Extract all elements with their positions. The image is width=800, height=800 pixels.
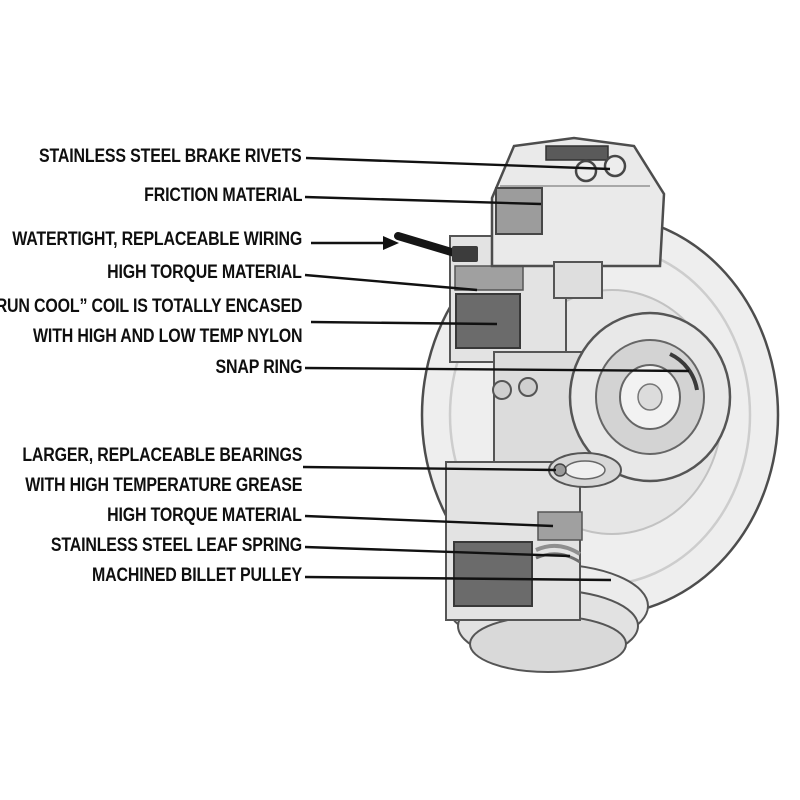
leader-line-high-torque-lower	[304, 514, 554, 528]
callout-text: STAINLESS STEEL LEAF SPRING	[50, 535, 302, 556]
leader-line-high-torque-upper	[304, 273, 478, 292]
leader-line-leaf-spring	[304, 545, 571, 558]
callout-text: FRICTION MATERIAL	[143, 185, 302, 206]
callout-text: HIGH TORQUE MATERIAL	[107, 262, 302, 283]
callout-text: HIGH TORQUE MATERIAL	[107, 505, 302, 526]
leader-line-friction-material	[304, 195, 542, 206]
bearing-inner-race	[564, 460, 606, 480]
leader-line-snap-ring	[304, 366, 690, 373]
callout-label-high-torque-lower: HIGH TORQUE MATERIAL	[107, 501, 302, 531]
callout-label-brake-rivets: STAINLESS STEEL BRAKE RIVETS	[39, 142, 302, 172]
callout-text: STAINLESS STEEL BRAKE RIVETS	[39, 146, 302, 167]
callout-text: WITH HIGH TEMPERATURE GREASE	[25, 475, 303, 496]
wire-arrowhead-icon	[383, 236, 399, 250]
callout-text: WITH HIGH AND LOW TEMP NYLON	[32, 326, 303, 347]
callout-label-snap-ring: SNAP RING	[215, 353, 302, 383]
brake-rivet	[574, 159, 598, 183]
callout-text: MACHINED BILLET PULLEY	[92, 565, 302, 586]
callout-text: “RUN COOL” COIL IS TOTALLY ENCASED	[0, 296, 302, 317]
brake-cap-band	[545, 145, 609, 161]
leader-line-billet-pulley	[304, 575, 612, 582]
pin	[492, 380, 512, 400]
callout-label-leaf-spring: STAINLESS STEEL LEAF SPRING	[51, 531, 302, 561]
leader-lines	[302, 156, 690, 582]
callout-text: WATERTIGHT, REPLACEABLE WIRING	[12, 229, 302, 250]
callout-text: SNAP RING	[215, 357, 302, 378]
wire	[394, 232, 462, 258]
pin	[518, 377, 538, 397]
armature-stem	[553, 261, 603, 299]
callout-label-run-cool-coil: “RUN COOL” COIL IS TOTALLY ENCASED WITH …	[0, 292, 302, 352]
leaf-spring	[535, 552, 581, 564]
leader-line-brake-rivets	[305, 156, 611, 171]
friction-pad	[495, 187, 543, 235]
hub-center	[637, 383, 663, 411]
snap-ring	[669, 352, 699, 391]
upper-coil	[455, 293, 521, 349]
upper-friction-band	[454, 265, 524, 291]
callout-label-billet-pulley: MACHINED BILLET PULLEY	[92, 561, 302, 591]
callout-label-high-torque-upper: HIGH TORQUE MATERIAL	[107, 258, 302, 288]
callout-label-friction-material: FRICTION MATERIAL	[144, 181, 302, 211]
callout-text: LARGER, REPLACEABLE BEARINGS	[22, 445, 302, 466]
leader-line-bearings	[302, 465, 557, 472]
leader-line-run-cool-coil	[310, 320, 498, 326]
callout-label-wiring: WATERTIGHT, REPLACEABLE WIRING	[12, 225, 302, 255]
brake-rivet	[603, 154, 627, 178]
callout-label-bearings: LARGER, REPLACEABLE BEARINGS WITH HIGH T…	[22, 441, 302, 501]
leaf-spring	[535, 543, 582, 556]
wire-connector	[452, 246, 478, 262]
pulley-sheave-3	[469, 615, 627, 673]
